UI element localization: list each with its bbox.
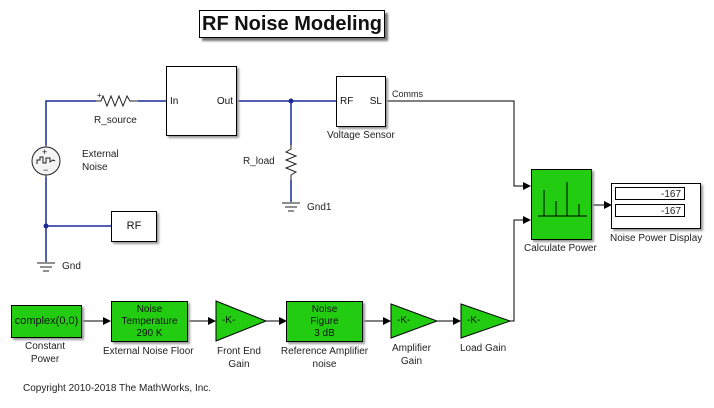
amplifier-subsystem-block[interactable]: In Out (166, 66, 237, 136)
svg-text:+: + (42, 147, 47, 157)
noise-power-display-block[interactable]: -167 -167 (611, 183, 701, 229)
noise-figure-text-line3: 3 dB (314, 328, 335, 339)
external-noise-floor-block[interactable]: Noise Temperature 290 K (111, 301, 188, 342)
amplifier-port-in: In (170, 96, 179, 107)
gnd1-icon (282, 202, 300, 212)
calculate-power-label: Calculate Power (524, 243, 597, 254)
rf-port-text: RF (126, 220, 142, 232)
svg-text:+: + (97, 91, 102, 100)
external-noise-label-line2: Noise (82, 162, 108, 173)
load-gain-label: Load Gain (460, 343, 507, 354)
display-value-2: -167 (615, 204, 685, 217)
junction-node (43, 223, 49, 229)
display-value-1: -167 (615, 187, 685, 200)
front-end-gain-triangle (215, 300, 268, 342)
noise-floor-text-line3: 290 K (136, 328, 163, 339)
r-load-resistor-icon (284, 145, 298, 180)
front-end-gain-value[interactable]: -K- (222, 315, 236, 326)
constant-power-label-line1: Constant (25, 341, 66, 352)
front-end-gain-label: Front End Gain (217, 345, 261, 371)
gnd-icon (37, 262, 55, 272)
external-noise-label-line1: External (82, 149, 119, 160)
ref-amp-label-line1: Reference Amplifier (280, 346, 369, 357)
copyright-text: Copyright 2010-2018 The MathWorks, Inc. (23, 383, 212, 394)
noise-figure-text-line1: Noise (311, 304, 338, 315)
noise-floor-text-line2: Temperature (121, 316, 178, 327)
gnd1-label: Gnd1 (307, 202, 332, 213)
r-source-resistor-icon: + (96, 91, 138, 108)
load-gain-triangle (460, 303, 512, 339)
ref-amp-label-line2: noise (312, 359, 337, 370)
voltage-sensor-label: Voltage Sensor (327, 130, 395, 141)
physical-connections (45, 100, 336, 262)
external-noise-floor-label: External Noise Floor (103, 346, 194, 357)
reference-amplifier-noise-label: Reference Amplifier noise (278, 345, 371, 371)
voltage-sensor-block[interactable]: RF SL (336, 76, 386, 127)
svg-text:−: − (43, 165, 48, 175)
amplifier-gain-label: Amplifier Gain (392, 342, 431, 368)
front-end-gain-label-line2: Gain (228, 359, 250, 370)
junction-node (288, 98, 294, 104)
gain-triangles (215, 300, 512, 342)
constant-power-value: complex(0,0) (14, 315, 79, 327)
noise-floor-text-line1: Noise (136, 304, 163, 315)
constant-power-block[interactable]: complex(0,0) (11, 305, 82, 338)
voltage-sensor-port-in: RF (340, 96, 354, 107)
wire-noise-to-rsource (45, 100, 96, 145)
load-gain-value[interactable]: -K- (467, 315, 481, 326)
noise-source-icon: + − (31, 145, 61, 177)
amplifier-gain-triangle (390, 303, 439, 339)
noise-power-display-label: Noise Power Display (610, 233, 703, 244)
spectrum-icon (538, 182, 587, 217)
amplifier-gain-label-line2: Gain (400, 356, 423, 367)
amplifier-gain-value[interactable]: -K- (397, 315, 411, 326)
page-title: RF Noise Modeling (199, 10, 385, 38)
comms-signal-label: Comms (392, 89, 423, 99)
gnd-label: Gnd (62, 261, 81, 272)
constant-power-label-line2: Power (30, 354, 60, 365)
external-noise-label: External Noise (82, 148, 119, 174)
amplifier-gain-label-line1: Amplifier (392, 343, 431, 354)
amplifier-port-out: Out (216, 96, 233, 107)
r-load-label: R_load (243, 156, 275, 167)
voltage-sensor-port-out: SL (369, 96, 382, 107)
signal-connections (81, 100, 612, 325)
r-source-label: R_source (94, 115, 137, 126)
rf-connection-port-block[interactable]: RF (111, 211, 157, 242)
calculate-power-block[interactable] (531, 169, 592, 240)
noise-figure-text-line2: Figure (310, 316, 339, 327)
reference-amplifier-noise-block[interactable]: Noise Figure 3 dB (286, 301, 363, 342)
front-end-gain-label-line1: Front End (217, 346, 261, 357)
constant-power-label: Constant Power (25, 340, 65, 366)
